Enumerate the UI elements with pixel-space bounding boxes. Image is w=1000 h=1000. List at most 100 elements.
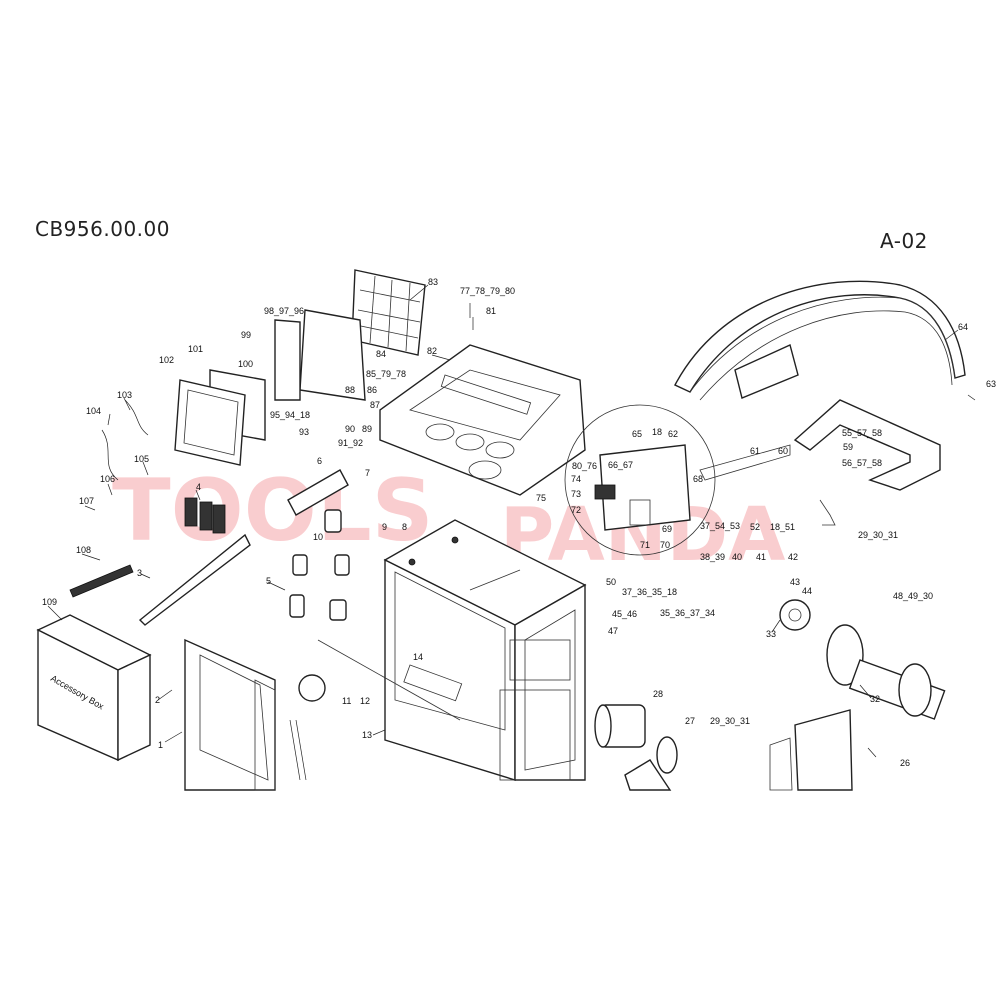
callout-86: 86 [367,385,377,395]
callout-107: 107 [79,496,94,506]
callout-3: 3 [137,568,142,578]
callout-5: 5 [266,576,271,586]
callout-65: 65 [632,429,642,439]
callout-29-30-31-upper: 29_30_31 [858,530,898,540]
callout-59: 59 [843,442,853,452]
callout-103: 103 [117,390,132,400]
callout-6: 6 [317,456,322,466]
callout-106: 106 [100,474,115,484]
callout-41: 41 [756,552,766,562]
callout-99: 99 [241,330,251,340]
callout-91-92: 91_92 [338,438,363,448]
callout-72: 72 [571,505,581,515]
callout-93: 93 [299,427,309,437]
callout-4: 4 [196,482,201,492]
callout-77-78-79-80: 77_78_79_80 [460,286,515,296]
callout-45-46: 45_46 [612,609,637,619]
control-board-detail [564,404,716,556]
callout-63: 63 [986,379,996,389]
callout-48-49-30: 48_49_30 [893,591,933,601]
callout-37-36-35-18: 37_36_35_18 [622,587,677,597]
callout-7: 7 [365,468,370,478]
callout-52: 52 [750,522,760,532]
callout-109: 109 [42,597,57,607]
callout-83: 83 [428,277,438,287]
callout-47: 47 [608,626,618,636]
callout-70: 70 [660,540,670,550]
callout-61: 61 [750,446,760,456]
callout-55-57-58: 55_57_58 [842,428,882,438]
callout-8: 8 [402,522,407,532]
callout-75: 75 [536,493,546,503]
callout-29-30-31-lower: 29_30_31 [710,716,750,726]
cabinet [383,519,587,781]
callout-40: 40 [732,552,742,562]
watermark-left-text: TOOLS [112,461,434,561]
callout-62: 62 [668,429,678,439]
sheet-number: A-02 [880,229,928,253]
wheel-guard-hood [674,280,966,526]
callout-98-97-96: 98_97_96 [264,306,304,316]
callout-102: 102 [159,355,174,365]
callout-69: 69 [662,524,672,534]
callout-14: 14 [413,652,423,662]
callout-18-51: 18_51 [770,522,795,532]
callout-66-67: 66_67 [608,460,633,470]
callout-33: 33 [766,629,776,639]
callout-43: 43 [790,577,800,587]
callout-82: 82 [427,346,437,356]
callout-28: 28 [653,689,663,699]
drawing-code: CB956.00.00 [35,217,170,241]
callout-81: 81 [486,306,496,316]
callout-80-76: 80_76 [572,461,597,471]
callout-labels: 1 2 3 4 5 6 7 8 9 10 11 12 13 14 26 27 2… [42,277,996,768]
callout-9: 9 [382,522,387,532]
side-panel [184,638,276,791]
tool-tray [379,344,586,496]
callout-74: 74 [571,474,581,484]
callout-90: 90 [345,424,355,434]
callout-50: 50 [606,577,616,587]
callout-60: 60 [778,446,788,456]
callout-12: 12 [360,696,370,706]
callout-68: 68 [693,474,703,484]
callout-27: 27 [685,716,695,726]
accessory-box: Accessory Box [36,614,152,762]
shaft-assembly [779,599,946,720]
callout-88: 88 [345,385,355,395]
callout-95-94-18: 95_94_18 [270,410,310,420]
callout-73: 73 [571,489,581,499]
callout-44: 44 [802,586,812,596]
callout-37-54-53: 37_54_53 [700,521,740,531]
callout-71: 71 [640,540,650,550]
callout-85-79-78: 85_79_78 [366,369,406,379]
display-assembly [174,269,426,466]
callout-18-board: 18 [652,427,662,437]
callout-11: 11 [342,696,351,706]
callout-1: 1 [158,740,163,750]
callout-64: 64 [958,322,968,332]
callout-104: 104 [86,406,101,416]
callout-84: 84 [376,349,386,359]
callout-56-57-58: 56_57_58 [842,458,882,468]
callout-100: 100 [238,359,253,369]
callout-10: 10 [313,532,323,542]
callout-35-36-37-34: 35_36_37_34 [660,608,715,618]
leader-lines [47,284,976,758]
callout-108: 108 [76,545,91,555]
callout-87: 87 [370,400,380,410]
callout-101: 101 [188,344,203,354]
callout-13: 13 [362,730,372,740]
callout-89: 89 [362,424,372,434]
callout-32: 32 [870,694,880,704]
callout-42: 42 [788,552,798,562]
motor-assembly [594,704,678,791]
callout-26: 26 [900,758,910,768]
callout-38-39: 38_39 [700,552,725,562]
callout-2: 2 [155,695,160,705]
lower-bracket [769,709,853,791]
small-parts [69,399,463,781]
callout-105: 105 [134,454,149,464]
